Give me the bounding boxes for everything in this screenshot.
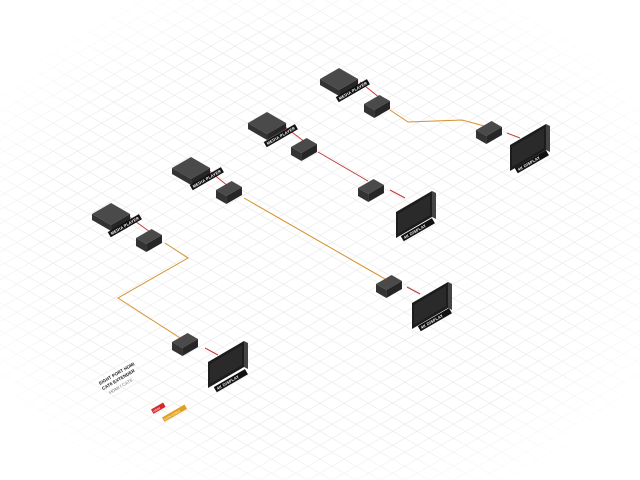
cat6-cable-2 xyxy=(243,197,393,284)
media-player-2 xyxy=(172,157,211,185)
extender-receiver-4 xyxy=(476,121,502,144)
svg-text:HDMI: HDMI xyxy=(152,406,161,413)
cat6-cable-1 xyxy=(117,242,189,339)
display-4 xyxy=(510,124,550,171)
display-2 xyxy=(412,282,452,329)
hdmi-rx-3 xyxy=(389,189,406,199)
hdmi-rx-2 xyxy=(406,286,421,295)
cat6-cable-4 xyxy=(389,109,493,129)
extender-transmitter-1 xyxy=(136,229,162,252)
media-player-4 xyxy=(320,68,359,96)
cables xyxy=(117,81,521,356)
display-3 xyxy=(396,191,436,238)
media-player-3 xyxy=(248,112,287,140)
display-1 xyxy=(208,341,248,388)
extender-transmitter-4 xyxy=(364,95,390,118)
extender-receiver-2 xyxy=(376,275,402,298)
cable-3 xyxy=(317,151,369,182)
extender-receiver-1 xyxy=(172,333,198,356)
legend-hdmi: HDMI xyxy=(151,402,166,414)
hdmi-rx-1 xyxy=(204,347,219,356)
extender-transmitter-3 xyxy=(291,138,317,161)
hdmi-rx-4 xyxy=(506,132,521,139)
media-player-1 xyxy=(92,203,131,231)
extender-receiver-3 xyxy=(358,179,384,202)
extender-transmitter-2 xyxy=(216,181,242,204)
